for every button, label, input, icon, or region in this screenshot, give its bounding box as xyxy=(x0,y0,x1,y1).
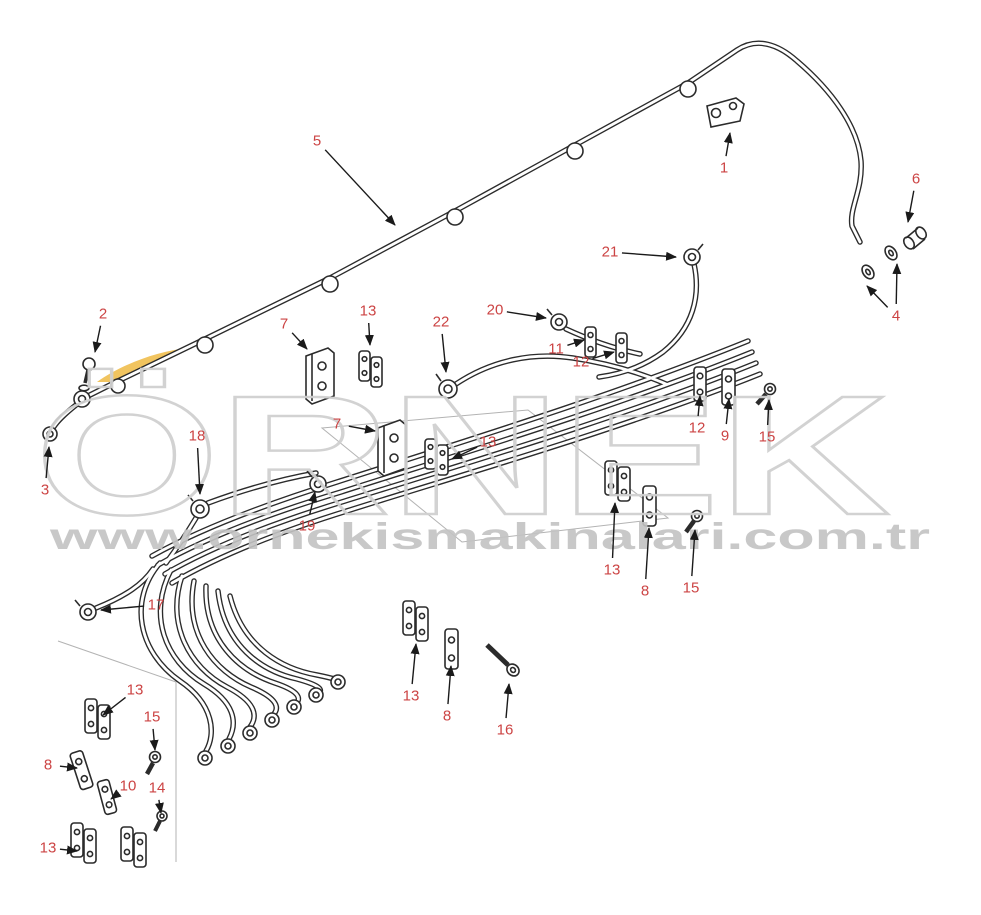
construction-lines xyxy=(57,409,670,862)
callout-arrow xyxy=(621,251,677,261)
callout-arrow xyxy=(506,311,547,321)
callout-arrow xyxy=(102,696,126,716)
callout-arrow xyxy=(149,728,159,751)
callout-arrow xyxy=(59,762,78,772)
fittings-and-hardware xyxy=(42,80,928,868)
callout-arrow xyxy=(567,338,585,348)
callout-arrow xyxy=(59,845,78,855)
callout-arrow xyxy=(445,665,455,705)
callout-arrow xyxy=(440,333,450,373)
callout-arrow xyxy=(503,683,513,719)
callout-arrow xyxy=(643,527,653,580)
callout-arrow xyxy=(694,395,704,417)
watermark-url: www.ornekismakinalari.com.tr xyxy=(48,516,930,557)
callout-arrow xyxy=(451,446,478,460)
callout-arrow xyxy=(154,799,164,814)
callout-arrows xyxy=(43,132,915,855)
callout-arrow xyxy=(592,350,615,360)
callout-arrow xyxy=(92,325,102,353)
callout-arrow xyxy=(689,529,699,577)
watermark-group: ÖRNEK www.ornekismakinalari.com.tr xyxy=(34,360,930,557)
callout-arrow xyxy=(308,491,318,515)
callout-arrow xyxy=(610,502,620,559)
callout-arrow xyxy=(763,399,773,426)
callout-arrow xyxy=(905,190,915,223)
callout-arrow xyxy=(100,604,145,614)
callout-arrow xyxy=(291,332,308,350)
callout-arrow xyxy=(43,446,53,479)
callout-arrow xyxy=(410,643,420,685)
callout-arrow xyxy=(324,149,396,226)
callout-arrow xyxy=(194,447,204,495)
callout-arrow xyxy=(348,424,376,434)
callout-arrow xyxy=(723,132,733,157)
callout-arrow xyxy=(892,263,902,305)
callout-arrow xyxy=(110,789,122,800)
callout-arrow xyxy=(866,285,889,308)
callout-arrow xyxy=(364,322,374,346)
callout-arrow xyxy=(723,398,733,425)
